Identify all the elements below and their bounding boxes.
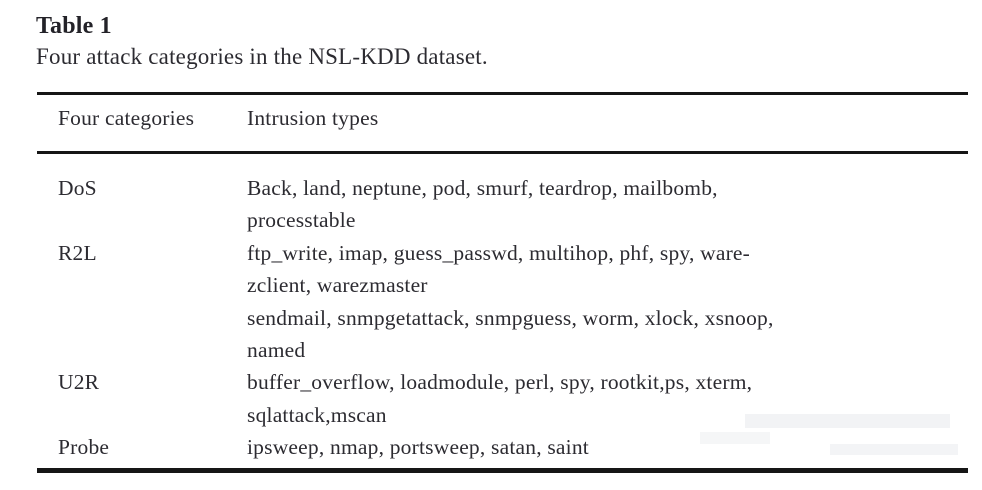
table-bottom-rule bbox=[37, 468, 968, 473]
table-row: U2R buffer_overflow, loadmodule, perl, s… bbox=[58, 366, 774, 431]
intrusion-types-cell: ipsweep, nmap, portsweep, satan, saint bbox=[247, 431, 589, 463]
table-row: Probe ipsweep, nmap, portsweep, satan, s… bbox=[58, 431, 774, 463]
table-caption: Four attack categories in the NSL-KDD da… bbox=[36, 44, 488, 69]
category-cell: R2L bbox=[58, 240, 97, 265]
category-cell: DoS bbox=[58, 176, 97, 200]
category-cell: Probe bbox=[58, 435, 110, 460]
scan-artifact bbox=[745, 414, 950, 428]
table-row: R2L ftp_write, imap, guess_passwd, multi… bbox=[58, 237, 774, 367]
table-title: Table 1 bbox=[36, 13, 112, 39]
intrusion-types-cell: Back, land, neptune, pod, smurf, teardro… bbox=[247, 172, 718, 237]
intrusion-types-cell: buffer_overflow, loadmodule, perl, spy, … bbox=[247, 366, 752, 431]
table-row: DoS Back, land, neptune, pod, smurf, tea… bbox=[58, 172, 774, 237]
table-top-rule bbox=[37, 92, 968, 95]
scan-artifact bbox=[830, 444, 958, 455]
intrusion-types-line: ipsweep, nmap, portsweep, satan, saint bbox=[247, 435, 589, 460]
intrusion-types-line: sendmail, snmpgetattack, snmpguess, worm… bbox=[247, 305, 774, 330]
table-body: DoS Back, land, neptune, pod, smurf, tea… bbox=[58, 172, 774, 464]
intrusion-types-line: named bbox=[247, 338, 306, 363]
header-categories: Four categories bbox=[58, 106, 195, 130]
category-cell: U2R bbox=[58, 370, 100, 395]
table-header-row: Four categories Intrusion types bbox=[58, 106, 378, 131]
intrusion-types-line: Back, land, neptune, pod, smurf, teardro… bbox=[247, 176, 718, 200]
table-mid-rule bbox=[37, 151, 968, 154]
header-intrusion-types: Intrusion types bbox=[247, 106, 379, 130]
intrusion-types-line: processtable bbox=[247, 208, 356, 233]
intrusion-types-line: buffer_overflow, loadmodule, perl, spy, … bbox=[247, 370, 753, 395]
intrusion-types-line: sqlattack,mscan bbox=[247, 402, 387, 427]
intrusion-types-line: ftp_write, imap, guess_passwd, multihop,… bbox=[247, 240, 751, 265]
intrusion-types-cell: ftp_write, imap, guess_passwd, multihop,… bbox=[247, 237, 774, 367]
intrusion-types-line: zclient, warezmaster bbox=[247, 273, 428, 298]
